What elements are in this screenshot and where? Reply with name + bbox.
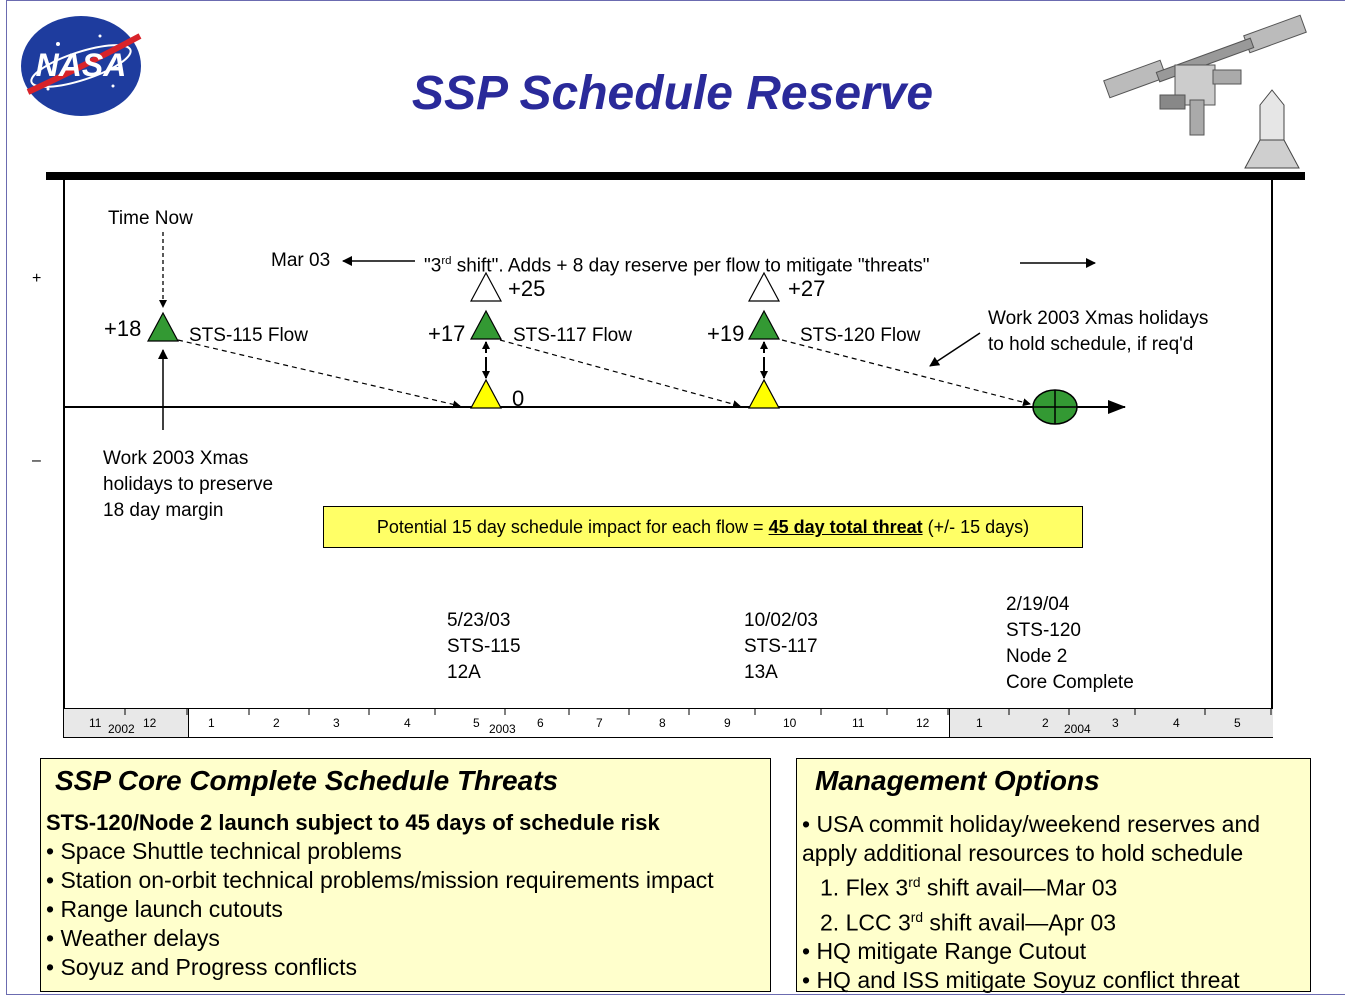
list-item: apply additional resources to hold sched… [802, 840, 1244, 866]
management-title: Management Options [815, 765, 1100, 796]
month-2002-12: 12 [143, 716, 157, 730]
sts117-upper-marker [469, 271, 503, 302]
month-2003-5: 5 [473, 716, 480, 730]
month-ticks [63, 708, 1272, 715]
page-title: SSP Schedule Reserve [411, 67, 934, 120]
list-item: 1. Flex 3rd shift avail—Mar 03 [820, 874, 1118, 901]
timeline-left-border [63, 178, 65, 708]
sts115-flow-label: STS-115 Flow [189, 325, 308, 346]
sts120-upper-marker [747, 271, 781, 302]
time-now-label: Time Now [108, 208, 193, 229]
svg-text:NASA: NASA [36, 47, 127, 83]
year-2002-label: 2002 [108, 722, 135, 736]
threats-subtitle: STS-120/Node 2 launch subject to 45 days… [46, 810, 660, 835]
milestone-sts120: 2/19/04 STS-120 Node 2 Core Complete [1006, 594, 1134, 693]
sts117-reserve-value: +17 [428, 321, 466, 346]
month-2003-7: 7 [596, 716, 603, 730]
management-list: • USA commit holiday/weekend reserves an… [802, 810, 1260, 995]
sts117-reserve-marker [469, 309, 503, 340]
list-item: • Space Shuttle technical problems [46, 838, 402, 864]
sts120-upper-value: +27 [788, 276, 826, 301]
month-2003-4: 4 [404, 716, 411, 730]
month-2004-2: 2 [1042, 716, 1049, 730]
frame-top [6, 0, 1345, 1]
timeline-right-border [1271, 178, 1273, 708]
list-item: • HQ mitigate Range Cutout [802, 938, 1087, 965]
list-item: • Range launch cutouts [46, 896, 283, 922]
threats-title: SSP Core Complete Schedule Threats [55, 765, 559, 796]
nasa-logo-icon: NASA [21, 16, 142, 116]
sts120-reserve-value: +19 [707, 321, 745, 346]
month-2003-3: 3 [333, 716, 340, 730]
month-2003-8: 8 [659, 716, 666, 730]
sts115-reserve-marker [146, 311, 180, 342]
xmas-note-right: Work 2003 Xmas holidays to hold schedule… [988, 308, 1209, 355]
list-item: • Station on-orbit technical problems/mi… [46, 867, 714, 893]
year-block-2002 [64, 709, 189, 737]
mar03-label: Mar 03 [271, 250, 331, 271]
sts117-launch-marker [747, 378, 781, 409]
list-item: • Weather delays [46, 925, 220, 951]
minus-sign: – [32, 452, 41, 469]
month-2003-6: 6 [537, 716, 544, 730]
third-shift-label: "3rd shift". Adds + 8 day reserve per fl… [424, 255, 930, 277]
month-2003-11: 11 [852, 716, 865, 730]
month-2003-12: 12 [916, 716, 930, 730]
sts115-launch-marker [469, 378, 503, 409]
list-item: • HQ and ISS mitigate Soyuz conflict thr… [802, 967, 1240, 994]
month-2003-10: 10 [783, 716, 797, 730]
month-2004-5: 5 [1234, 716, 1241, 730]
list-item: • USA commit holiday/weekend reserves an… [802, 811, 1261, 837]
month-2004-1: 1 [976, 716, 983, 730]
month-2003-2: 2 [273, 716, 280, 730]
frame-left [6, 0, 7, 995]
month-2003-9: 9 [724, 716, 731, 730]
space-station-icon [1103, 14, 1307, 169]
list-item: • Soyuz and Progress conflicts [46, 954, 358, 980]
sts117-flow-label: STS-117 Flow [513, 325, 632, 346]
milestone-sts117: 10/02/03 STS-117 13A [744, 610, 818, 683]
sts117-upper-value: +25 [508, 276, 546, 301]
year-2004-label: 2004 [1064, 722, 1091, 736]
threats-panel: SSP Core Complete Schedule Threats STS-1… [40, 758, 771, 992]
plus-sign: + [32, 270, 42, 287]
month-2004-4: 4 [1173, 716, 1180, 730]
xmas-note-left: Work 2003 Xmas holidays to preserve 18 d… [103, 448, 274, 521]
sts115-reserve-value: +18 [104, 316, 142, 341]
month-2004-3: 3 [1112, 716, 1119, 730]
year-2003-label: 2003 [489, 722, 516, 736]
zero-margin-value: 0 [512, 386, 525, 411]
year-block-2004 [949, 709, 1273, 737]
management-panel: Management Options • USA commit holiday/… [796, 758, 1311, 995]
month-2002-11: 11 [89, 716, 102, 730]
sts120-flow-label: STS-120 Flow [800, 325, 921, 346]
core-complete-marker [1032, 389, 1078, 425]
schedule-impact-callout: Potential 15 day schedule impact for eac… [323, 506, 1083, 548]
month-bar [63, 708, 1273, 738]
list-item: 2. LCC 3rd shift avail—Apr 03 [820, 909, 1117, 936]
threats-list: • Space Shuttle technical problems • Sta… [46, 837, 714, 982]
sts120-reserve-marker [747, 309, 781, 340]
month-2003-1: 1 [208, 716, 215, 730]
title-rule [46, 172, 1305, 180]
schedule-diagram [65, 232, 1126, 430]
milestone-sts115: 5/23/03 STS-115 12A [447, 610, 521, 683]
